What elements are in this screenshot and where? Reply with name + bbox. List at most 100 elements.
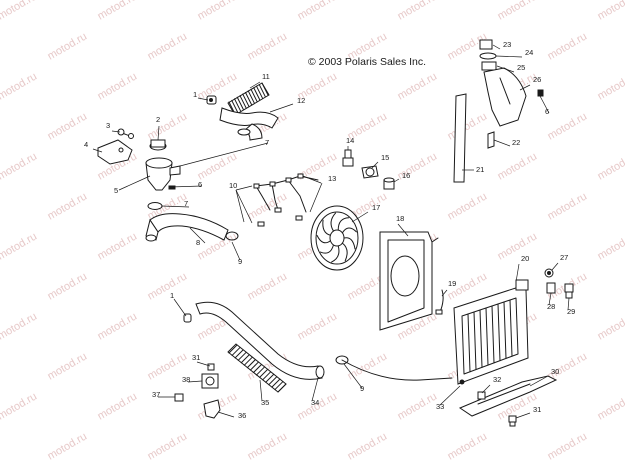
callout-14: 14	[346, 136, 354, 145]
watermark-text: motod.ru	[46, 430, 90, 462]
watermark-text: motod.ru	[396, 0, 440, 23]
screw-31-lower	[207, 363, 215, 371]
radiator-guard	[458, 375, 558, 417]
watermark-text: motod.ru	[96, 0, 140, 23]
mounting-screw	[117, 128, 134, 139]
watermark-text: motod.ru	[0, 0, 39, 23]
watermark-text: motod.ru	[246, 30, 290, 62]
overflow-tube-connector	[487, 131, 495, 149]
callout-5: 5	[114, 186, 118, 195]
reservoir-seal	[479, 52, 497, 60]
watermark-text: motod.ru	[0, 70, 39, 102]
callout-38: 38	[182, 375, 190, 384]
radiator	[453, 279, 529, 385]
callout-3: 3	[106, 121, 110, 130]
callout-34: 34	[311, 398, 319, 407]
callout-24: 24	[525, 48, 533, 57]
guard-screw-32	[477, 391, 486, 400]
watermark-text: motod.ru	[596, 150, 625, 182]
watermark-text: motod.ru	[96, 310, 140, 342]
thermostat-housing	[145, 157, 181, 191]
watermark-text: motod.ru	[546, 430, 590, 462]
watermark-text: motod.ru	[596, 70, 625, 102]
leader-lines	[92, 44, 570, 419]
watermark-text: motod.ru	[46, 350, 90, 382]
bracket-36	[203, 399, 221, 419]
callout-28: 28	[547, 302, 555, 311]
coolant-hose-left	[145, 213, 229, 242]
callout-1: 1	[193, 90, 197, 99]
watermark-text: motod.ru	[46, 30, 90, 62]
corrugated-hose-upper	[227, 82, 270, 116]
callout-30: 30	[551, 367, 559, 376]
callout-9: 9	[238, 257, 242, 266]
small-screw-mid	[168, 185, 176, 190]
watermark-text: motod.ru	[246, 190, 290, 222]
watermark-text: motod.ru	[146, 30, 190, 62]
callout-25: 25	[517, 63, 525, 72]
watermark-text: motod.ru	[296, 310, 340, 342]
thermostat-bracket	[97, 139, 133, 165]
hose-clamp-9-upper	[225, 231, 239, 241]
reservoir-screw	[537, 89, 544, 97]
callout-37: 37	[152, 390, 160, 399]
callout-6: 6	[198, 180, 202, 189]
callout-23: 23	[503, 40, 511, 49]
callout-16: 16	[402, 171, 410, 180]
fan-shroud	[379, 231, 439, 331]
copyright-text: © 2003 Polaris Sales Inc.	[308, 56, 426, 68]
callout-7: 7	[184, 199, 188, 208]
watermark-text: motod.ru	[396, 70, 440, 102]
watermark-text: motod.ru	[96, 390, 140, 422]
watermark-text: motod.ru	[546, 110, 590, 142]
watermark-text: motod.ru	[446, 430, 490, 462]
watermark-text: motod.ru	[546, 30, 590, 62]
callout-27: 27	[560, 253, 568, 262]
watermark-text: motod.ru	[446, 190, 490, 222]
callout-17: 17	[372, 203, 380, 212]
watermark-text: motod.ru	[346, 350, 390, 382]
callout-26: 26	[533, 75, 541, 84]
watermark-text: motod.ru	[46, 270, 90, 302]
watermark-text: motod.ru	[596, 0, 625, 23]
cooling-fan	[310, 205, 364, 271]
watermark-text: motod.ru	[346, 430, 390, 462]
coolant-reservoir	[483, 67, 527, 127]
callout-35: 35	[261, 398, 269, 407]
grommet-27	[544, 268, 554, 278]
callout-11: 11	[262, 72, 270, 81]
guard-screw-31	[508, 415, 517, 427]
upper-radiator-hose	[219, 107, 279, 141]
callout-10: 10	[229, 181, 237, 190]
callout-19: 19	[448, 279, 456, 288]
watermark-text: motod.ru	[0, 310, 39, 342]
watermark-text: motod.ru	[96, 230, 140, 262]
watermark-text: motod.ru	[246, 270, 290, 302]
radiator-fitting	[361, 165, 379, 179]
watermark-text: motod.ru	[146, 110, 190, 142]
bolt-29	[564, 283, 574, 299]
callout-4: 4	[84, 140, 88, 149]
watermark-text: motod.ru	[396, 390, 440, 422]
lower-wire-33	[341, 359, 465, 385]
watermark-text: motod.ru	[196, 70, 240, 102]
callout-labels: 1123456677899101112131415161718192021222…	[84, 40, 575, 420]
callout-33: 33	[436, 402, 444, 411]
hose-clamp-top	[206, 95, 217, 105]
reservoir-cap	[479, 39, 493, 50]
fan-wire	[435, 289, 444, 315]
watermark-text: motod.ru	[496, 230, 540, 262]
overflow-tube	[453, 93, 467, 183]
callout-21: 21	[476, 165, 484, 174]
watermark-text: motod.ru	[196, 150, 240, 182]
callout-1: 1	[170, 291, 174, 300]
callout-9: 9	[360, 384, 364, 393]
callout-32: 32	[493, 375, 501, 384]
hose-clamp-9-lower	[335, 355, 349, 365]
callout-12: 12	[297, 96, 305, 105]
callout-36: 36	[238, 411, 246, 420]
callout-29: 29	[567, 307, 575, 316]
watermark-text: motod.ru	[596, 230, 625, 262]
watermark-text: motod.ru	[546, 190, 590, 222]
